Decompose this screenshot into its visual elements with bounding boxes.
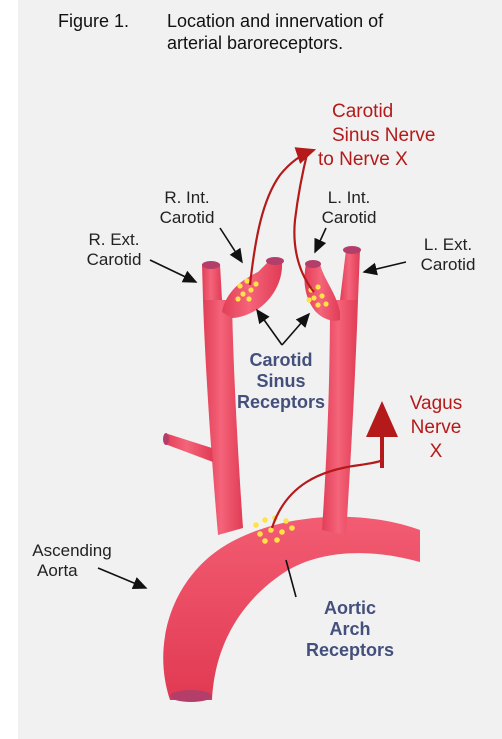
left-external-carotid: [340, 250, 360, 300]
l-int-carotid-pointer: [315, 228, 326, 252]
right-common-carotid: [203, 300, 243, 535]
label-l-ext-carotid: L. Ext. Carotid: [410, 235, 486, 275]
label-aortic-arch-receptors: Aortic Arch Receptors: [294, 598, 406, 661]
label-vagus-nerve: Vagus Nerve X: [396, 392, 476, 464]
label-carotid-sinus-nerve: Carotid Sinus Nerve to Nerve X: [318, 100, 436, 172]
left-internal-cap: [305, 260, 321, 268]
r-int-carotid-pointer: [220, 228, 242, 262]
label-l-int-carotid: L. Int. Carotid: [312, 188, 386, 228]
carotid-sinus-pointer-right: [282, 314, 309, 345]
label-r-int-carotid: R. Int. Carotid: [152, 188, 222, 228]
aorta-cut-end: [170, 690, 212, 702]
right-side-branch: [165, 434, 213, 462]
left-external-cap: [343, 246, 361, 254]
right-external-cap: [202, 261, 220, 269]
side-branch-cap: [163, 433, 169, 445]
left-common-carotid: [322, 300, 358, 535]
label-ascending-aorta: Ascending Aorta: [22, 541, 122, 581]
label-carotid-sinus-receptors: Carotid Sinus Receptors: [229, 350, 333, 413]
r-ext-carotid-pointer: [150, 260, 196, 282]
right-external-carotid: [202, 264, 222, 300]
right-internal-cap: [266, 257, 284, 265]
l-ext-carotid-pointer: [364, 262, 406, 272]
left-internal-carotid: [304, 264, 340, 321]
label-r-ext-carotid: R. Ext. Carotid: [76, 230, 152, 270]
carotid-sinus-pointer-left: [257, 310, 282, 345]
